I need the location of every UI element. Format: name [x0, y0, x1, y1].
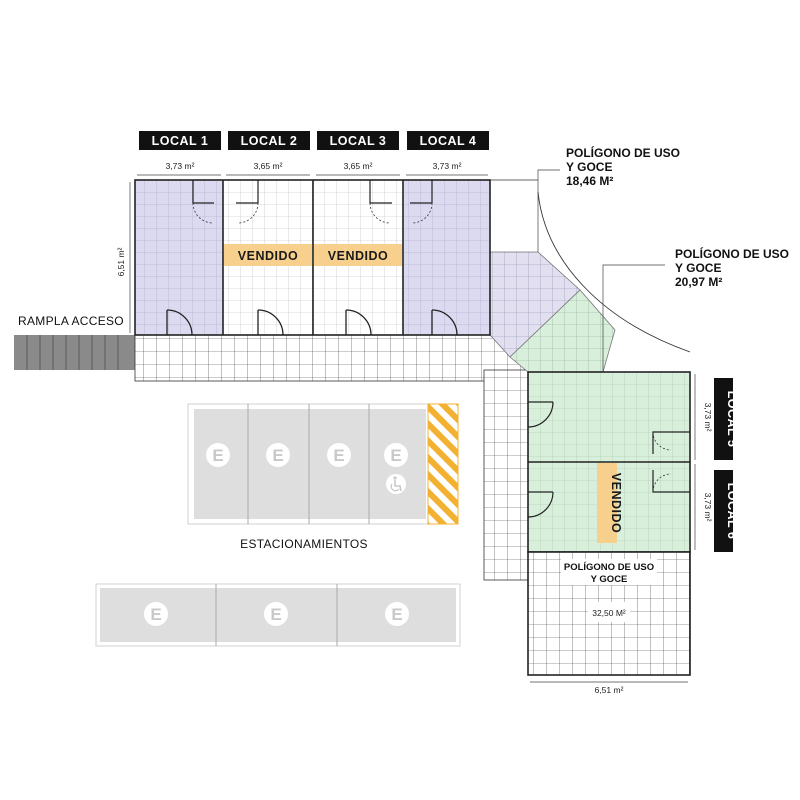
svg-text:POLÍGONO DE USO: POLÍGONO DE USO	[564, 562, 654, 573]
svg-text:Y GOCE: Y GOCE	[591, 574, 628, 585]
svg-text:E: E	[333, 446, 344, 465]
svg-text:VENDIDO: VENDIDO	[609, 473, 623, 533]
parking-symbols-row-2: E E E	[144, 602, 409, 626]
local-2-area: 3,65 m²	[254, 161, 283, 171]
polygon-area-2	[509, 289, 616, 373]
svg-text:LOCAL 6: LOCAL 6	[725, 483, 739, 540]
sold-banner-local-6: VENDIDO	[597, 463, 623, 543]
top-locals	[134, 179, 491, 336]
walkway	[134, 334, 529, 581]
local-4-area: 3,73 m²	[433, 161, 462, 171]
svg-text:POLÍGONO DE USO: POLÍGONO DE USO	[675, 246, 789, 261]
local-6-label: LOCAL 6	[714, 470, 739, 552]
svg-text:Y GOCE: Y GOCE	[566, 160, 612, 174]
svg-text:32,50 M²: 32,50 M²	[592, 608, 626, 618]
svg-text:E: E	[270, 605, 281, 624]
svg-text:VENDIDO: VENDIDO	[238, 249, 298, 263]
local-3-area: 3,65 m²	[344, 161, 373, 171]
local-1-label: LOCAL 1	[139, 131, 221, 150]
sold-banner-local-2: VENDIDO	[224, 244, 312, 266]
sold-banner-local-3: VENDIDO	[314, 244, 402, 266]
local-6-area: 3,73 m²	[703, 493, 713, 522]
svg-text:LOCAL 3: LOCAL 3	[330, 134, 387, 148]
local-4-label: LOCAL 4	[407, 131, 489, 150]
svg-text:LOCAL 5: LOCAL 5	[725, 391, 739, 448]
svg-text:E: E	[272, 446, 283, 465]
svg-text:E: E	[212, 446, 223, 465]
depth-label: 6,51 m²	[116, 247, 126, 276]
svg-text:E: E	[150, 605, 161, 624]
svg-text:E: E	[391, 605, 402, 624]
svg-text:20,97 M²: 20,97 M²	[675, 275, 722, 289]
local-3-label: LOCAL 3	[317, 131, 399, 150]
polygon-area-3	[527, 551, 691, 676]
parking-label: ESTACIONAMIENTOS	[240, 537, 368, 551]
local-5-label: LOCAL 5	[714, 378, 739, 460]
svg-text:LOCAL 4: LOCAL 4	[420, 134, 477, 148]
polygon-label-3: POLÍGONO DE USO Y GOCE 32,50 M²	[564, 562, 654, 618]
local-1-area: 3,73 m²	[166, 161, 195, 171]
svg-text:18,46 M²: 18,46 M²	[566, 174, 613, 188]
svg-text:Y GOCE: Y GOCE	[675, 261, 721, 275]
local-5-area: 3,73 m²	[703, 403, 713, 432]
local-2-label: LOCAL 2	[228, 131, 310, 150]
bottom-width-label: 6,51 m²	[595, 685, 624, 695]
svg-text:POLÍGONO DE USO: POLÍGONO DE USO	[566, 145, 680, 160]
access-ramp	[14, 335, 135, 370]
svg-text:VENDIDO: VENDIDO	[328, 249, 388, 263]
parking-symbols-row-1: E E E E	[206, 443, 408, 467]
polygon-label-2: POLÍGONO DE USO Y GOCE 20,97 M²	[675, 246, 789, 289]
parking-row-1	[187, 403, 459, 525]
ramp-label: RAMPLA ACCESO	[18, 314, 124, 328]
svg-text:E: E	[390, 446, 401, 465]
svg-text:LOCAL 2: LOCAL 2	[241, 134, 298, 148]
svg-text:LOCAL 1: LOCAL 1	[152, 134, 209, 148]
accessible-parking-icon	[386, 474, 406, 494]
boundary-arc	[537, 191, 691, 353]
polygon-label-1: POLÍGONO DE USO Y GOCE 18,46 M²	[566, 145, 680, 188]
